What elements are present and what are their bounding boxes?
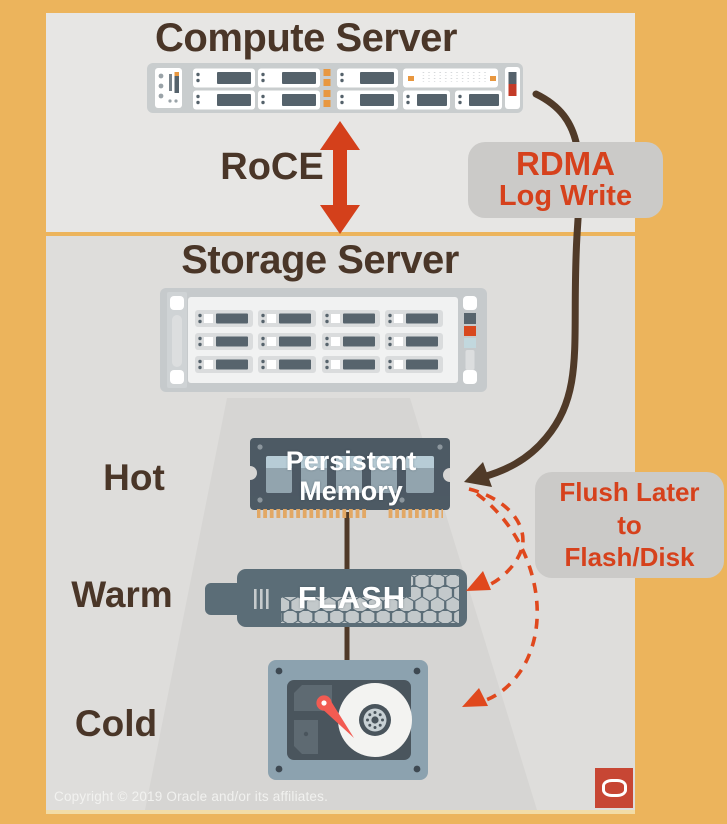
rdma-callout-line2: Log Write: [498, 180, 633, 213]
tier-label-warm: Warm: [71, 574, 173, 615]
oracle-logo-icon: [595, 768, 633, 808]
tier-label-hot: Hot: [103, 457, 165, 498]
panel-bottom-edge: [46, 810, 635, 814]
hard-disk-icon: [268, 660, 428, 780]
oracle-o-mark: [601, 779, 627, 797]
persistent-memory-label: Persistent Memory: [285, 446, 417, 507]
compute-server-icon: [147, 63, 523, 113]
rdma-callout-line1: RDMA: [516, 144, 615, 182]
flash-card-icon: [205, 569, 467, 627]
flush-callout-line2: to: [617, 509, 642, 540]
tier-label-cold: Cold: [74, 703, 158, 744]
rdma-log-write-callout: RDMA Log Write: [468, 142, 663, 218]
storage-server-icon: [160, 288, 487, 392]
flush-callout-line3: Flash/Disk: [564, 542, 695, 573]
flush-later-callout: Flush Later to Flash/Disk: [535, 472, 724, 578]
persistent-memory-icon: [250, 438, 450, 518]
compute-server-title: Compute Server: [155, 16, 457, 60]
storage-server-title: Storage Server: [181, 238, 459, 282]
flush-callout-line1: Flush Later: [559, 476, 700, 507]
roce-label: RoCE: [220, 146, 324, 188]
copyright-text: Copyright © 2019 Oracle and/or its affil…: [54, 789, 329, 804]
flash-label: FLASH: [297, 580, 407, 615]
